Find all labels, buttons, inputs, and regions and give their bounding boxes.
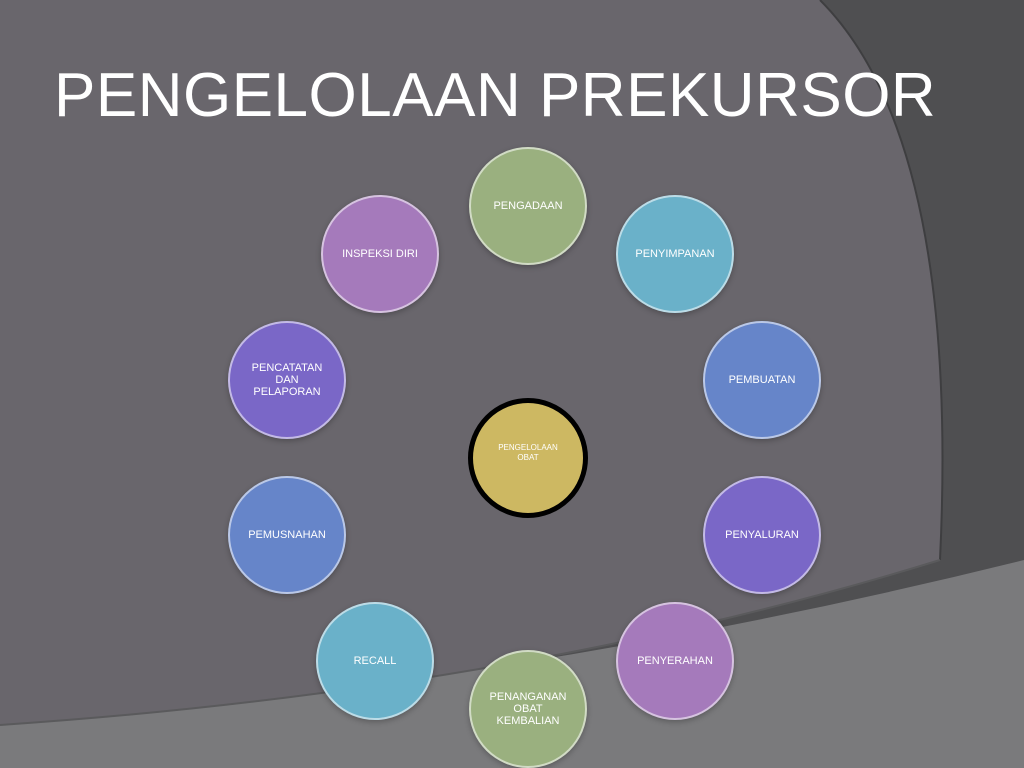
node-inspeksi-diri: INSPEKSI DIRI <box>321 195 439 313</box>
node-pembuatan: PEMBUATAN <box>703 321 821 439</box>
node-pencatatan-dan-pelaporan: PENCATATAN DAN PELAPORAN <box>228 321 346 439</box>
center-node-pengelolaan-obat: PENGELOLAAN OBAT <box>468 398 588 518</box>
node-label: PENYALURAN <box>725 529 799 541</box>
node-pengadaan: PENGADAAN <box>469 147 587 265</box>
node-label: PENANGANAN OBAT KEMBALIAN <box>489 691 567 727</box>
node-label: PENYIMPANAN <box>635 248 715 260</box>
node-recall: RECALL <box>316 602 434 720</box>
node-label: PENGADAAN <box>493 200 563 212</box>
node-label: RECALL <box>353 655 397 667</box>
node-pemusnahan: PEMUSNAHAN <box>228 476 346 594</box>
node-penyerahan: PENYERAHAN <box>616 602 734 720</box>
background-band <box>0 560 1024 768</box>
node-penyimpanan: PENYIMPANAN <box>616 195 734 313</box>
slide-title: PENGELOLAAN PREKURSOR <box>54 61 937 130</box>
center-node-label: PENGELOLAAN OBAT <box>498 443 558 462</box>
node-penyaluran: PENYALURAN <box>703 476 821 594</box>
node-label: PEMBUATAN <box>728 374 796 386</box>
node-penanganan-obat-kembalian: PENANGANAN OBAT KEMBALIAN <box>469 650 587 768</box>
node-label: PENCATATAN DAN PELAPORAN <box>251 362 323 398</box>
node-label: INSPEKSI DIRI <box>342 248 418 260</box>
node-label: PEMUSNAHAN <box>248 529 326 541</box>
node-label: PENYERAHAN <box>637 655 713 667</box>
